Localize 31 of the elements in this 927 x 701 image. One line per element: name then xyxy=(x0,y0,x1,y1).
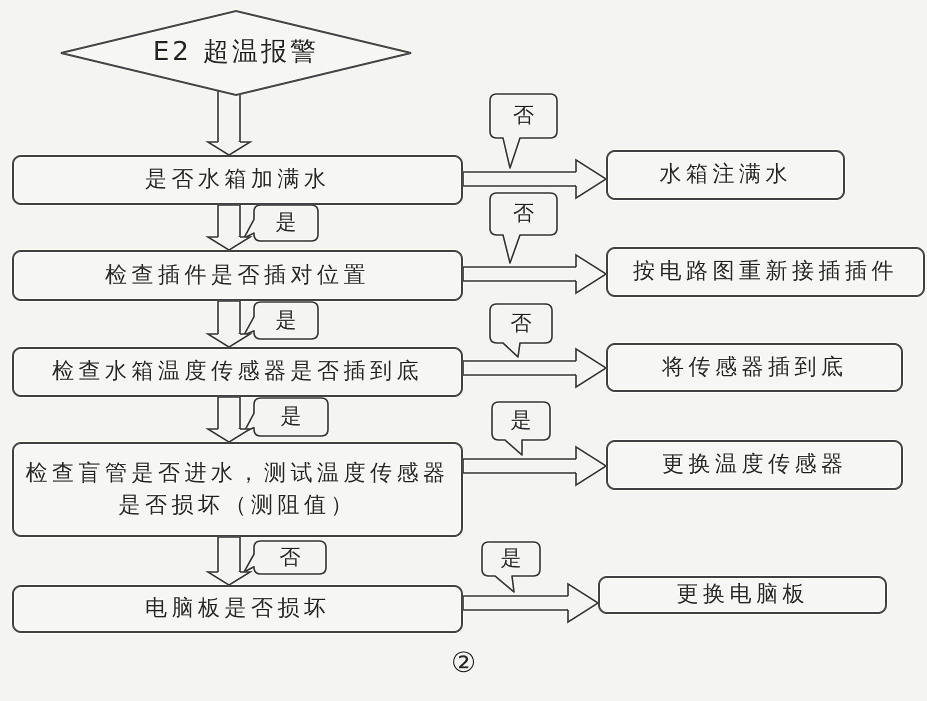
node-text: 将传感器插到底 xyxy=(662,354,848,382)
edge-label: 否 xyxy=(513,202,534,226)
node-text: 检查盲管是否进水，测试温度传感器是否损坏（测阻值） xyxy=(24,460,450,520)
figure-caption: ② xyxy=(451,646,476,680)
process-box xyxy=(606,440,903,490)
edge-label: 是 xyxy=(276,211,296,235)
process-box xyxy=(606,343,903,392)
process-box xyxy=(598,576,887,614)
process-box xyxy=(606,247,925,297)
process-box xyxy=(12,585,463,633)
node-text: 更换电脑板 xyxy=(676,581,809,610)
edge-label: 否 xyxy=(513,104,534,128)
process-box xyxy=(12,347,463,397)
process-box xyxy=(12,155,463,205)
node-text: 是否水箱加满水 xyxy=(144,166,330,194)
process-box xyxy=(12,250,463,301)
node-text: 水箱注满水 xyxy=(659,161,792,190)
node-text: 检查水箱温度传感器是否插到底 xyxy=(52,358,423,386)
edge-label: 否 xyxy=(280,546,300,570)
node-text: 检查插件是否插对位置 xyxy=(105,262,370,290)
edge-label: 是 xyxy=(510,409,532,433)
process-box xyxy=(12,442,463,537)
node-text: E2 超温报警 xyxy=(152,36,320,70)
process-box xyxy=(606,150,845,200)
node-text: 更换温度传感器 xyxy=(662,451,848,480)
edge-label: 是 xyxy=(276,308,296,332)
node-text: 按电路图重新接插插件 xyxy=(633,258,898,286)
edge-label: 是 xyxy=(500,547,522,571)
edge-label: 否 xyxy=(510,312,532,336)
edge-label: 是 xyxy=(280,405,302,429)
node-text: 电脑板是否损坏 xyxy=(144,595,330,624)
